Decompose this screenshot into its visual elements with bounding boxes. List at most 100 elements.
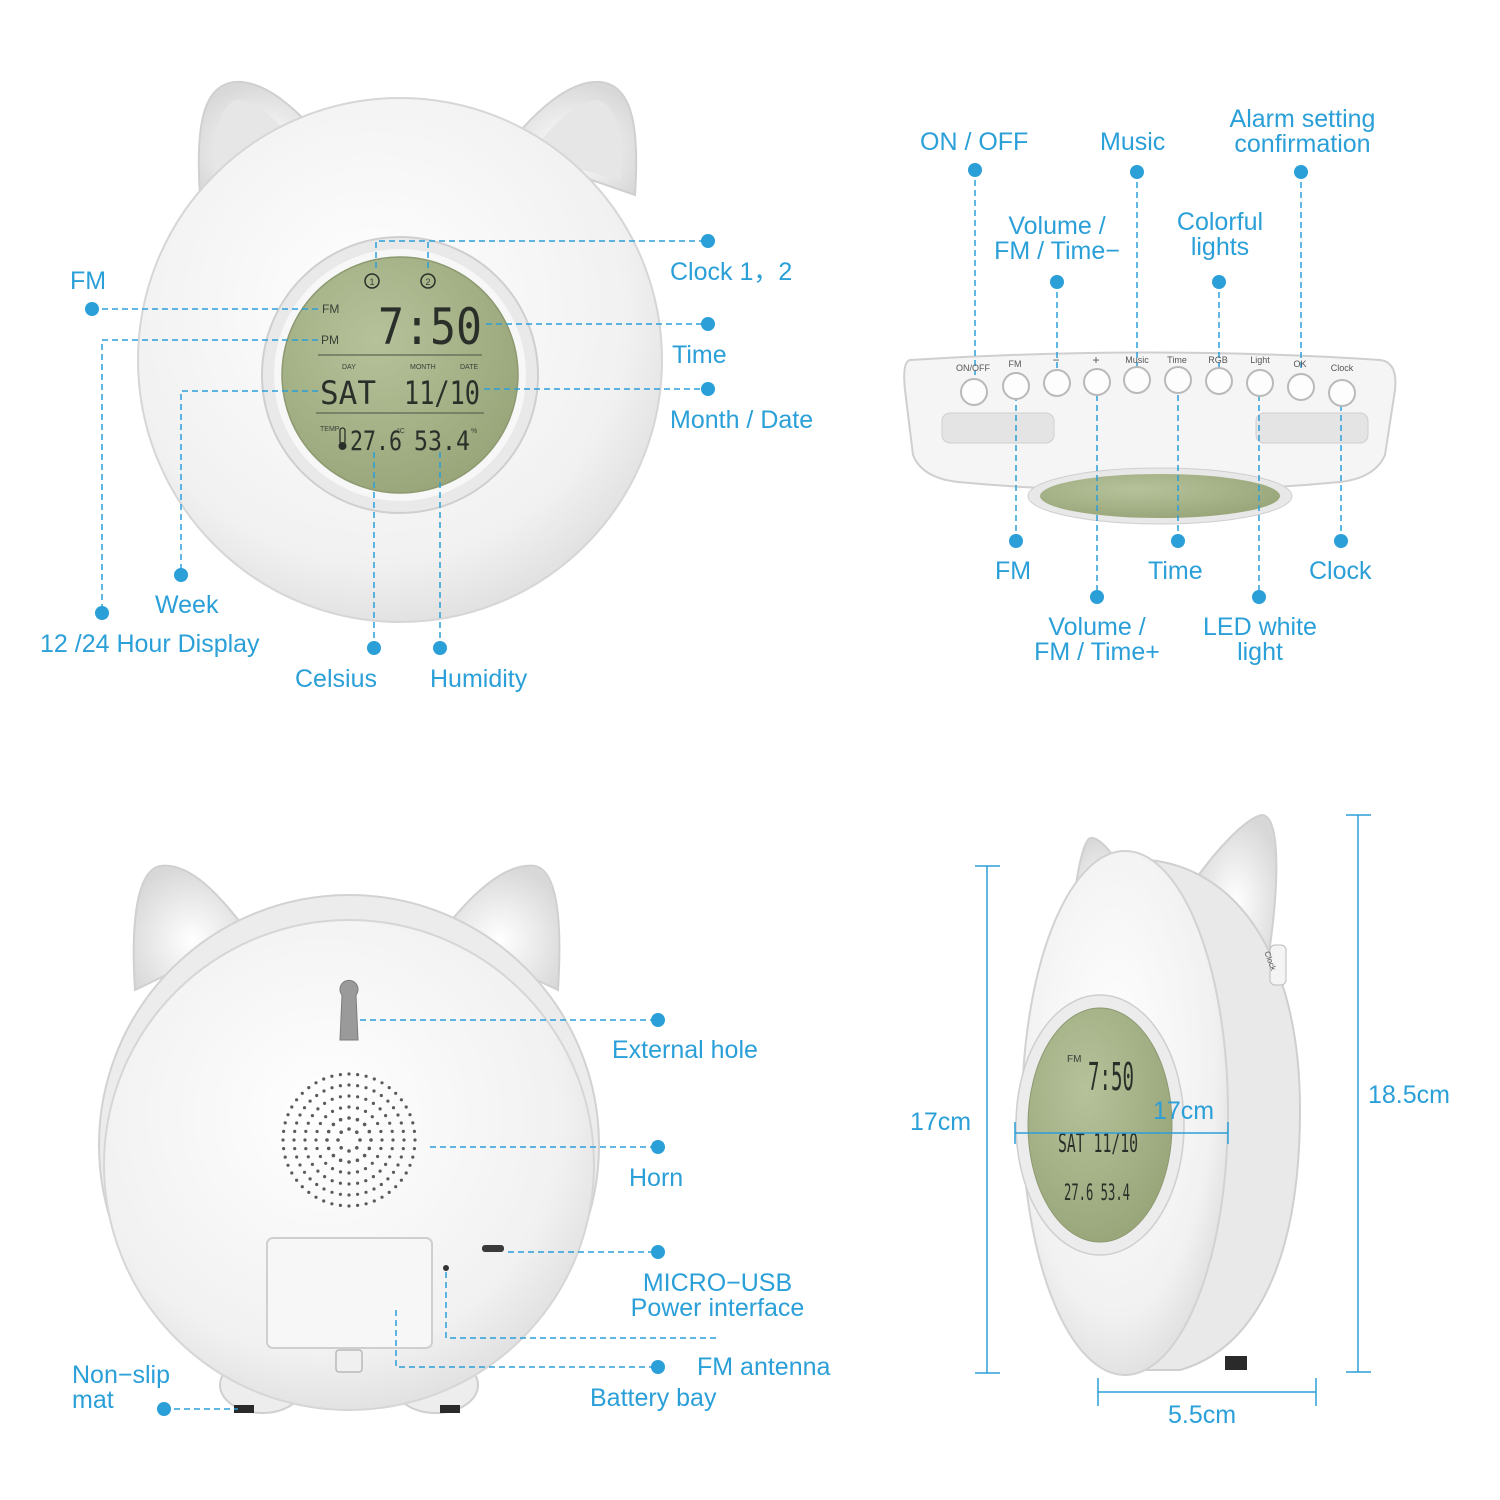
speaker-hole <box>363 1167 368 1171</box>
alarm-icon-1: 1 <box>364 273 380 289</box>
speaker-hole <box>355 1170 360 1174</box>
label-fm-antenna: FM antenna <box>697 1353 831 1381</box>
label-depth-5-5cm: 5.5cm <box>1168 1401 1237 1429</box>
side-dimensions <box>975 814 1371 1406</box>
speaker-hole <box>347 1182 351 1186</box>
speaker-hole <box>322 1077 326 1081</box>
speaker-hole <box>347 1149 351 1153</box>
btn-label-clock: Clock <box>1330 363 1354 373</box>
label-alarm-confirm-line2: confirmation <box>1234 130 1371 158</box>
btn-label-on-off: ON/OFF <box>956 363 990 373</box>
back-left-mat <box>234 1405 254 1413</box>
label-alarm-confirm-line1: Alarm setting <box>1229 105 1376 133</box>
speaker-hole <box>330 1109 335 1113</box>
speaker-hole <box>293 1129 297 1133</box>
speaker-hole <box>295 1178 299 1182</box>
speaker-hole <box>302 1170 307 1174</box>
side-lcd-day-date: SAT 11/10 <box>1058 1129 1138 1159</box>
alarm-icon-2: 2 <box>420 273 436 289</box>
speaker-hole <box>315 1182 319 1187</box>
speaker-hole <box>330 1086 334 1090</box>
alarm-2-number: 2 <box>425 277 430 287</box>
speaker-hole <box>308 1099 312 1103</box>
rgb-button[interactable] <box>1205 367 1233 395</box>
speaker-hole <box>391 1138 395 1142</box>
speaker-hole <box>411 1155 415 1159</box>
speaker-hole <box>387 1190 391 1194</box>
btn-label-light: Light <box>1250 355 1270 365</box>
battery-cover <box>266 1237 433 1349</box>
speaker-hole <box>339 1130 344 1134</box>
side-foot <box>1225 1356 1247 1370</box>
speaker-hole <box>298 1113 302 1117</box>
speaker-hole <box>355 1158 360 1163</box>
btn-label-music: Music <box>1125 355 1149 365</box>
speaker-hole <box>331 1122 336 1127</box>
speaker-hole <box>300 1091 304 1095</box>
light-button[interactable] <box>1246 369 1274 397</box>
top-right-slot <box>1255 412 1369 444</box>
speaker-hole <box>364 1179 368 1183</box>
side-clock-button <box>1269 944 1287 986</box>
label-battery-bay: Battery bay <box>590 1384 717 1412</box>
lcd-temperature: 27.6 <box>350 426 402 457</box>
speaker-hole <box>330 1167 335 1171</box>
btn-label-ok: OK <box>1293 359 1307 369</box>
speaker-hole <box>295 1121 299 1125</box>
speaker-hole <box>399 1178 403 1182</box>
speaker-hole <box>282 1147 286 1151</box>
label-usb-line1: MICRO−USB <box>642 1269 793 1297</box>
speaker-hole <box>379 1182 383 1187</box>
speaker-hole <box>314 1138 318 1142</box>
speaker-hole <box>304 1129 308 1133</box>
speaker-hole <box>372 1199 376 1203</box>
lcd-humidity-unit: % <box>471 428 477 435</box>
speaker-grille <box>281 1072 417 1208</box>
lcd-temp-unit: °C <box>397 427 405 435</box>
speaker-hole <box>364 1190 368 1194</box>
ok-button[interactable] <box>1287 373 1315 401</box>
speaker-hole <box>347 1204 351 1208</box>
speaker-hole <box>330 1190 334 1194</box>
speaker-hole <box>315 1093 319 1098</box>
speaker-hole <box>379 1146 383 1151</box>
speaker-hole <box>380 1138 384 1142</box>
speaker-hole <box>307 1086 311 1090</box>
btn-label-plus: + <box>1092 353 1100 367</box>
speaker-hole <box>347 1116 351 1120</box>
speaker-hole <box>316 1169 320 1173</box>
speaker-hole <box>391 1170 396 1174</box>
label-volume-minus-line2: FM / Time− <box>994 237 1120 265</box>
fm-button[interactable] <box>1002 372 1030 400</box>
speaker-hole <box>318 1154 322 1159</box>
back-view <box>98 864 600 1414</box>
volume-minus-button[interactable] <box>1043 369 1071 397</box>
front-leaders <box>92 240 708 648</box>
label-week: Week <box>155 591 219 619</box>
thermometer-icon <box>338 427 347 450</box>
label-volume-minus-line1: Volume / <box>1008 212 1106 240</box>
speaker-hole <box>356 1192 360 1196</box>
speaker-hole <box>336 1138 340 1142</box>
label-colorful-line2: lights <box>1190 233 1250 261</box>
speaker-hole <box>303 1138 307 1142</box>
label-led-line2: light <box>1237 638 1283 666</box>
clock-button[interactable] <box>1328 379 1356 407</box>
speaker-hole <box>356 1073 360 1077</box>
speaker-hole <box>358 1138 362 1142</box>
music-button[interactable] <box>1123 366 1151 394</box>
speaker-hole <box>356 1181 360 1185</box>
speaker-hole <box>412 1129 416 1133</box>
on-off-button[interactable] <box>960 378 988 406</box>
side-right-ear <box>1193 813 1278 963</box>
speaker-hole <box>282 1129 286 1133</box>
speaker-hole <box>401 1129 405 1133</box>
volume-plus-button[interactable] <box>1083 368 1111 396</box>
speaker-hole <box>310 1162 314 1166</box>
speaker-hole <box>347 1171 351 1175</box>
speaker-hole <box>314 1195 318 1199</box>
speaker-hole <box>396 1163 400 1167</box>
label-hour-display: 12 /24 Hour Display <box>40 630 260 658</box>
time-button[interactable] <box>1164 366 1192 394</box>
label-bottom-clock: Clock <box>1309 557 1372 585</box>
